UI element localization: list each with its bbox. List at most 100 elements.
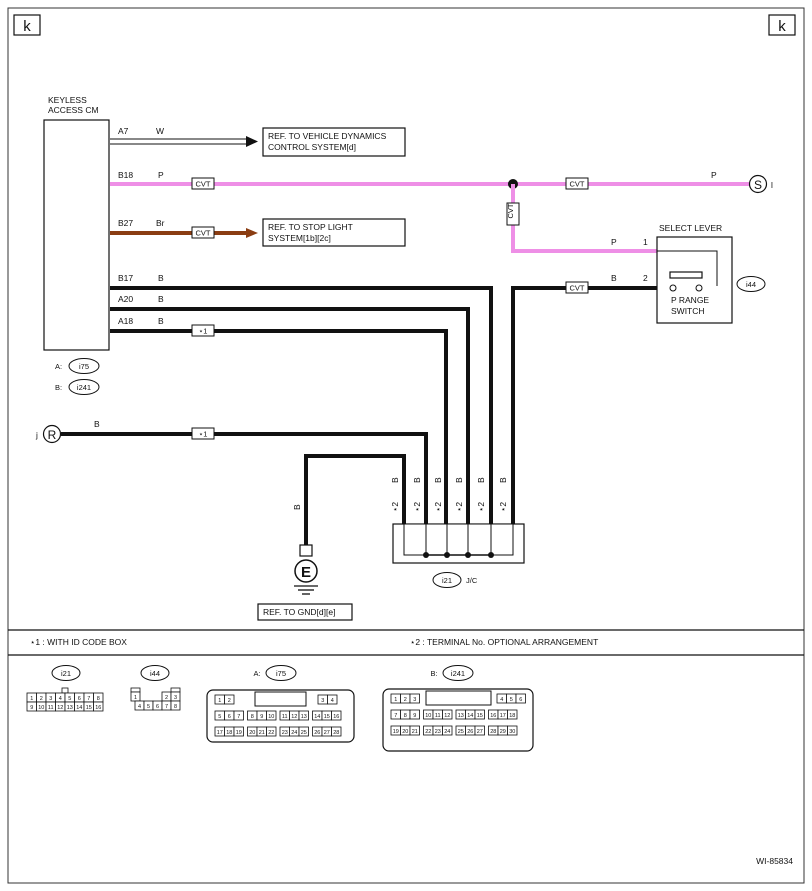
select-lever-title: SELECT LEVER bbox=[659, 223, 722, 233]
pin-number: 25 bbox=[301, 730, 307, 736]
cvt-tag-s bbox=[565, 177, 589, 190]
jc-node-3 bbox=[465, 552, 471, 558]
pin-number: 27 bbox=[324, 730, 330, 736]
pin-number: 16 bbox=[95, 705, 101, 711]
pin-number: 5 bbox=[218, 714, 221, 720]
ref-vdc-line2: CONTROL SYSTEM[d] bbox=[268, 142, 356, 152]
pin-cell bbox=[170, 700, 181, 711]
connector-r-dest: j bbox=[35, 430, 38, 440]
pin-number: 9 bbox=[30, 705, 33, 711]
jc-wire-label-3: B bbox=[433, 477, 443, 483]
pin-number: 25 bbox=[458, 729, 464, 735]
corner-mark-right: k bbox=[778, 18, 786, 35]
wire-b27-arrow bbox=[246, 228, 258, 238]
cv-i241-name: i241 bbox=[451, 669, 465, 678]
pin-number: 26 bbox=[467, 729, 473, 735]
pin-number: 23 bbox=[435, 729, 441, 735]
pin-number: 9 bbox=[413, 713, 416, 719]
connector-tag-i75 bbox=[68, 358, 100, 374]
pin-number: 11 bbox=[48, 705, 54, 711]
p-range-switch-line1: P RANGE bbox=[671, 295, 709, 305]
jc-star2-label-3: ⋆2 bbox=[433, 502, 443, 512]
pin-cell bbox=[224, 694, 235, 705]
pin-number: 16 bbox=[333, 714, 339, 720]
pin-cell bbox=[507, 709, 518, 720]
pin-number: 9 bbox=[260, 714, 263, 720]
pin-number: 3 bbox=[49, 696, 52, 702]
pin-number: 4 bbox=[59, 696, 62, 702]
cv-i75-key bbox=[254, 691, 307, 707]
pin-number: 13 bbox=[458, 713, 464, 719]
pin-cell bbox=[233, 710, 244, 721]
pin-number: 2 bbox=[404, 697, 407, 703]
pin-number: 6 bbox=[228, 714, 231, 720]
pin-cell bbox=[515, 693, 526, 704]
jc-star2-label-2: ⋆2 bbox=[412, 502, 422, 512]
pin-cell bbox=[233, 726, 244, 737]
jc-wire-label-2: B bbox=[412, 477, 422, 483]
pin-cell bbox=[331, 710, 342, 721]
pin-number: 14 bbox=[76, 705, 82, 711]
pin-number: 28 bbox=[333, 730, 339, 736]
ref-gnd-box bbox=[257, 603, 353, 621]
jc-star2-label-5: ⋆2 bbox=[476, 502, 486, 512]
pin-number: 12 bbox=[444, 713, 450, 719]
cv-i21-name: i21 bbox=[61, 669, 71, 678]
pin-number: 8 bbox=[174, 704, 177, 710]
connector-r-letter: R bbox=[48, 428, 57, 442]
cv-i75-prefix: A: bbox=[253, 669, 260, 678]
wire-b17-color: B bbox=[158, 273, 164, 283]
cvt-tag-b27-text: CVT bbox=[196, 229, 211, 238]
pin-number: 4 bbox=[331, 698, 334, 704]
pin-number: 12 bbox=[291, 714, 297, 720]
wire-ground-color: B bbox=[292, 504, 302, 510]
wire-b27-pin: B27 bbox=[118, 218, 133, 228]
corner-mark-left-box bbox=[13, 14, 41, 36]
pin-number: 21 bbox=[412, 729, 418, 735]
pin-number: 2 bbox=[228, 698, 231, 704]
cvt-tag-b18-text: CVT bbox=[196, 180, 211, 189]
ref-vdc-box bbox=[262, 127, 406, 157]
keyless-cm-connector-a: i75 bbox=[79, 362, 89, 371]
select-lever-pin1: 1 bbox=[643, 237, 648, 247]
pin-number: 19 bbox=[236, 730, 242, 736]
jc-star2-label-4: ⋆2 bbox=[454, 502, 464, 512]
pin-cell bbox=[93, 701, 104, 712]
pin-number: 5 bbox=[68, 696, 71, 702]
jc-wire-label-1: B bbox=[390, 477, 400, 483]
pin-cell bbox=[266, 710, 277, 721]
p-range-switch-terminal-right bbox=[695, 284, 703, 292]
pin-cell bbox=[266, 726, 277, 737]
wire-a20 bbox=[110, 307, 470, 525]
p-range-switch-line2: SWITCH bbox=[671, 306, 705, 316]
cv-i241-prefix: B: bbox=[430, 669, 437, 678]
pin-number: 15 bbox=[86, 705, 92, 711]
select-lever-connector: i44 bbox=[746, 280, 756, 289]
note-star2: ⋆2 : TERMINAL No. OPTIONAL ARRANGEMENT bbox=[410, 637, 598, 647]
wire-b18-pin: B18 bbox=[118, 170, 133, 180]
pin-number: 1 bbox=[134, 695, 137, 701]
pin-cell bbox=[298, 726, 309, 737]
pin-number: 20 bbox=[249, 730, 255, 736]
jc-star2-label-6: ⋆2 bbox=[498, 502, 508, 512]
star1-tag-r-text: ⋆1 bbox=[199, 430, 208, 439]
cvt-tag-b18 bbox=[191, 177, 215, 190]
wire-ground bbox=[304, 454, 406, 545]
jc-node-1 bbox=[423, 552, 429, 558]
ground-e-letter: E bbox=[301, 564, 311, 581]
pin-number: 10 bbox=[425, 713, 431, 719]
keyless-cm-title-2: ACCESS CM bbox=[48, 105, 99, 115]
pin-number: 16 bbox=[490, 713, 496, 719]
pin-number: 4 bbox=[138, 704, 141, 710]
cvt-tag-s-text: CVT bbox=[570, 180, 585, 189]
wire-lever-color: B bbox=[611, 273, 617, 283]
pin-number: 24 bbox=[291, 730, 297, 736]
corner-mark-left: k bbox=[23, 18, 31, 35]
pin-cell bbox=[331, 726, 342, 737]
ground-e-icon bbox=[294, 559, 318, 583]
cvt-tag-vertical bbox=[506, 202, 520, 226]
ref-gnd-text: REF. TO GND[d][e] bbox=[263, 607, 335, 617]
wire-a18-pin: A18 bbox=[118, 316, 133, 326]
wire-select-lever-2 bbox=[511, 286, 657, 525]
